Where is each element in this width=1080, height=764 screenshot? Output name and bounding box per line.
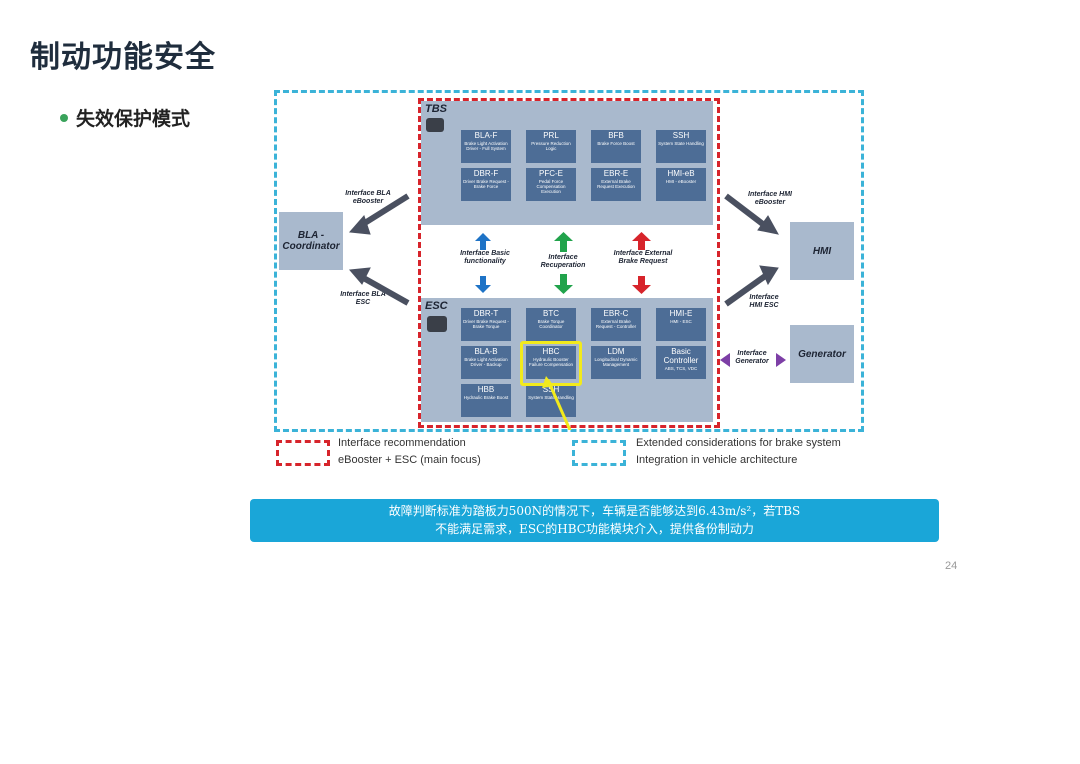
arrow-to-hmi-upper [757,215,779,235]
bullet-text: 失效保护模式 [76,108,191,130]
arrow-to-bla-lower [348,267,371,285]
generator-box: Generator [790,325,854,383]
callout-line2: 不能满足需求，ESC的HBC功能模块介入，提供备份制动力 [435,522,754,536]
hmi-box: HMI [790,222,854,280]
label-bla-ebooster: Interface BLA eBooster [345,190,391,206]
callout-box: 故障判断标准为踏板力500N的情况下，车辆是否能够达到6.43m/s²，若TBS… [250,499,939,542]
label-basic-functionality: Interface Basic functionality [460,250,510,266]
label-bla-esc: Interface BLA ESC [340,291,386,307]
arrow-to-hmi-lower [759,265,779,286]
arrow-generator [720,353,786,367]
bullet-dot-icon [60,113,68,122]
vehicle-integration-border [274,90,864,432]
tbs-device-icon [426,118,444,132]
label-hmi-esc: Interface HMI ESC [749,294,779,310]
arrow-to-bla-upper [348,215,371,235]
legend-red-swatch [276,440,330,466]
esc-label: ESC [425,300,448,312]
legend-red-line1: Interface recommendation [338,437,466,449]
arrow-external-brake [632,232,651,294]
page-title: 制动功能安全 [30,40,216,75]
callout-line1: 故障判断标准为踏板力500N的情况下，车辆是否能够达到6.43m/s²，若TBS [388,504,801,518]
legend-blue-line2: Integration in vehicle architecture [636,454,798,466]
label-generator: Interface Generator [735,350,769,366]
label-hmi-ebooster: Interface HMI eBooster [748,191,792,207]
bla-coordinator-box: BLA - Coordinator [279,212,343,270]
label-external-brake-request: Interface External Brake Request [613,250,673,266]
callout-pointer [546,379,572,430]
legend-red-text: Interface recommendation eBooster + ESC … [338,435,481,469]
label-recuperation: Interface Recuperation [540,254,586,270]
page-number: 24 [945,560,958,572]
bullet-item: 失效保护模式 [60,104,190,131]
esc-device-icon [427,316,447,332]
legend-blue-swatch [572,440,626,466]
legend-blue-text: Extended considerations for brake system… [636,435,841,469]
tbs-panel [421,101,713,225]
arrow-basic-functionality [475,233,491,293]
tbs-label: TBS [425,103,447,115]
legend-red-line2: eBooster + ESC (main focus) [338,454,481,466]
arrows-layer [348,193,786,430]
arrow-recuperation [554,232,573,294]
legend-blue-line1: Extended considerations for brake system [636,437,841,449]
